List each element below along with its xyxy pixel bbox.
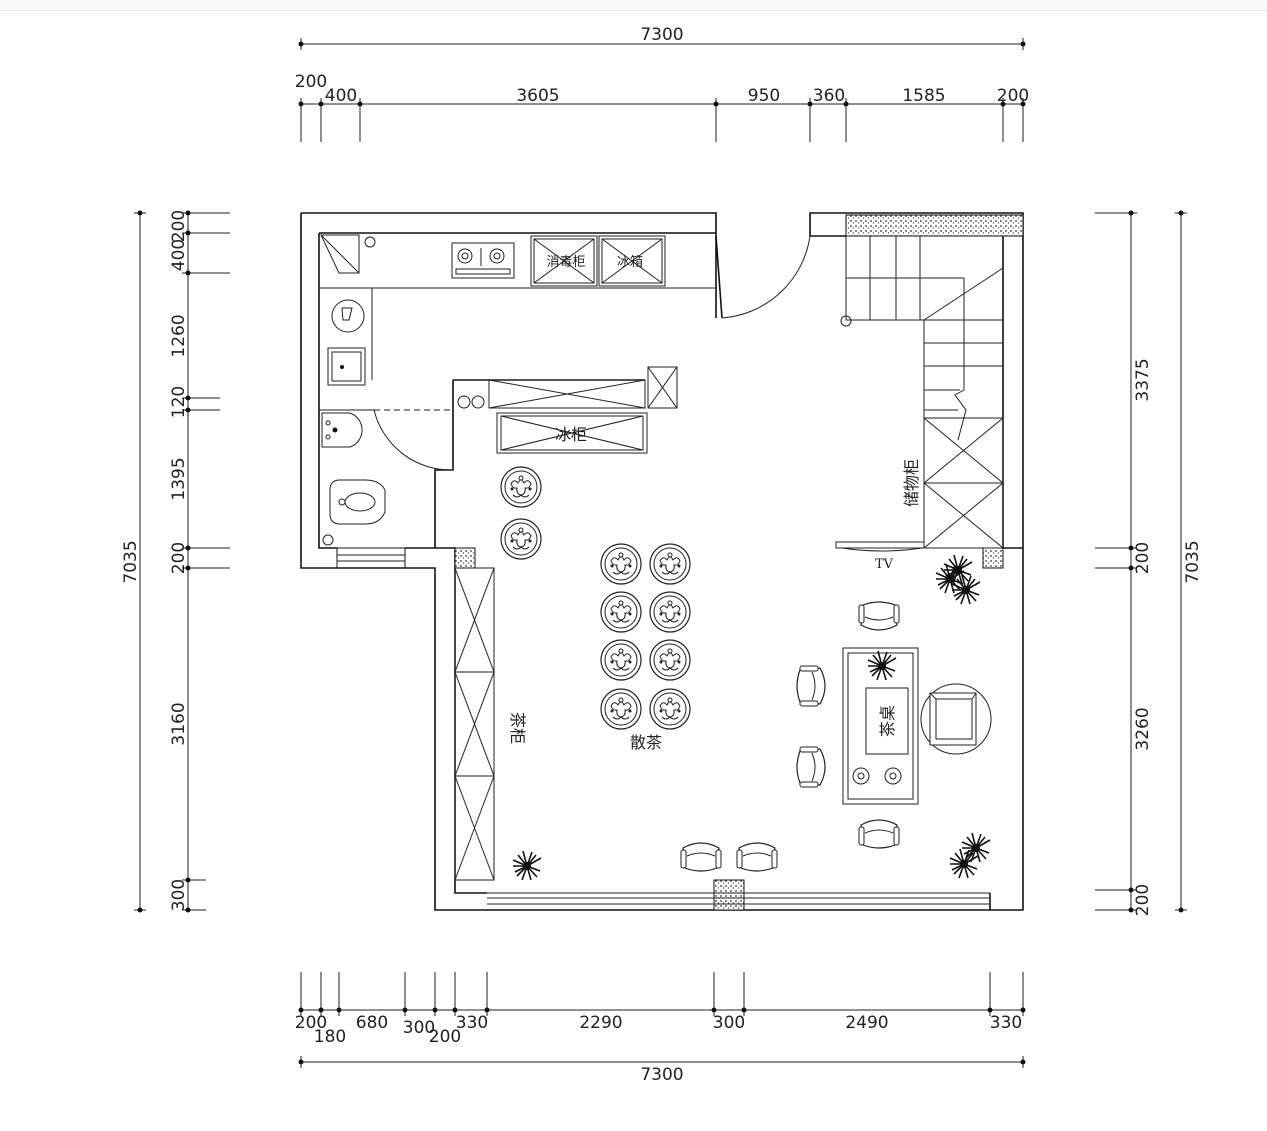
label-loose-tea: 散茶 [630, 733, 662, 752]
dimension-right: 3375 200 3260 200 7035 [1095, 210, 1203, 916]
dim-right-seg-3: 3260 [1133, 707, 1153, 750]
dim-bottom-seg-8: 330 [990, 1013, 1022, 1033]
bathroom-door [319, 409, 454, 546]
dim-right-seg-4: 200 [1133, 884, 1153, 916]
dim-top-seg-7: 200 [997, 86, 1029, 106]
walls [300, 212, 1024, 911]
label-storage-cabinet: 储物柜 [902, 459, 921, 507]
dimension-top: 7300 200 400 3605 950 360 1585 200 [295, 25, 1029, 142]
dim-bottom-seg-2: 680 [356, 1013, 388, 1033]
loose-tea-display: 散茶 [500, 466, 691, 752]
dim-bottom-seg-6: 300 [713, 1013, 745, 1033]
dim-left-seg-3: 1260 [169, 314, 189, 357]
dim-bottom-seg-7: 2490 [845, 1013, 888, 1033]
label-disinfect-cabinet: 消毒柜 [546, 255, 585, 270]
dim-bottom-seg-5: 2290 [579, 1013, 622, 1033]
dim-top-seg-1: 200 [295, 72, 327, 92]
hatched-columns [454, 214, 1024, 911]
top-bar [0, 0, 1267, 11]
dim-left-seg-5: 1395 [169, 457, 189, 500]
entry-door [715, 235, 811, 319]
label-fridge: 冰箱 [617, 254, 643, 270]
dim-bottom-seg-4: 330 [456, 1013, 488, 1033]
tea-cabinet: 茶柜 [454, 567, 527, 881]
dim-left-seg-7: 3160 [169, 702, 189, 745]
dim-bottom-seg-9: 180 [314, 1027, 346, 1047]
tea-table: 茶桌 [842, 647, 919, 805]
label-tea-table: 茶桌 [878, 705, 897, 737]
tv-unit: TV [835, 541, 925, 572]
staircase: 储物柜 [840, 236, 1004, 549]
chairs [680, 601, 992, 872]
dimension-bottom: 200 680 300 330 2290 300 2490 330 180 20… [295, 972, 1026, 1085]
front-window [336, 547, 990, 905]
dim-top-seg-6: 1585 [902, 86, 945, 106]
dim-top-seg-3: 3605 [516, 86, 559, 106]
dim-left-total: 7035 [121, 540, 141, 583]
dimension-left: 7035 200 400 1260 120 1395 200 3160 300 [121, 210, 230, 913]
kitchen-counter: 消毒柜 冰箱 [319, 234, 716, 386]
dim-top-total: 7300 [640, 25, 683, 45]
dim-top-seg-2: 400 [325, 86, 357, 106]
dim-top-seg-4: 950 [748, 86, 780, 106]
label-freezer: 冰柜 [555, 425, 587, 444]
dim-left-seg-1: 200 [169, 210, 189, 242]
label-tea-cabinet: 茶柜 [508, 712, 527, 744]
dim-left-seg-4: 120 [169, 386, 189, 418]
dim-top-seg-5: 360 [813, 86, 845, 106]
dim-left-seg-8: 300 [169, 879, 189, 911]
dim-left-seg-6: 200 [169, 542, 189, 574]
stove-icon [451, 242, 515, 279]
dim-bottom-total: 7300 [640, 1065, 683, 1085]
dim-right-total: 7035 [1183, 540, 1203, 583]
dim-left-seg-2: 400 [169, 239, 189, 271]
bar-counter: 冰柜 [457, 366, 678, 454]
label-tv: TV [875, 557, 894, 572]
dim-right-seg-1: 3375 [1133, 358, 1153, 401]
dim-bottom-seg-10: 200 [429, 1027, 461, 1047]
dim-bottom-seg-3: 300 [403, 1018, 435, 1038]
dim-bottom-seg-1: 200 [295, 1013, 327, 1033]
dim-right-seg-2: 200 [1133, 542, 1153, 574]
